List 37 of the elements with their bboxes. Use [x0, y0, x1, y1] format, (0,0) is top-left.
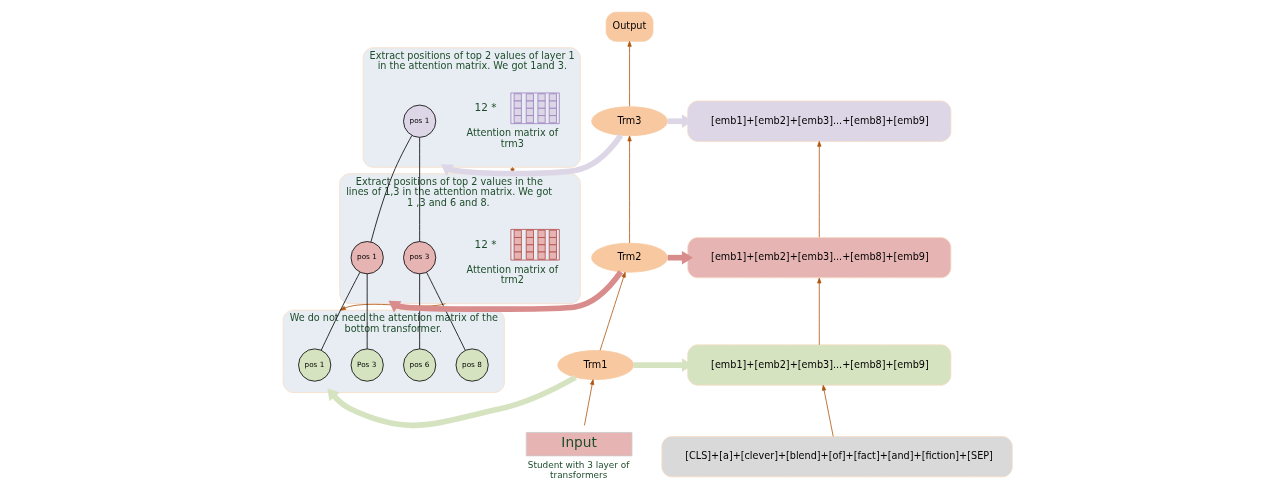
arrow: [388, 269, 623, 312]
connector: [425, 271, 466, 351]
node-box: [CLS]+[a]+[clever]+[blend]+[of]+[fact]+[and]+[fiction]+[SEP]: [660, 435, 1013, 477]
arrow: [821, 384, 834, 437]
node-box: [emb1]+[emb2]+[emb3]...+[emb8]+[emb9]: [686, 236, 951, 278]
node-ellipse: Trm1: [556, 349, 634, 380]
node-circle: pos 1: [297, 348, 331, 382]
node-box: [emb1]+[emb2]+[emb3]...+[emb8]+[emb9]: [686, 343, 951, 386]
node-label: 12 *: [474, 237, 496, 249]
arrow: [326, 374, 577, 428]
node-circle: pos 1: [350, 240, 384, 274]
node-label: 12 *: [474, 100, 496, 113]
node-ellipse: Trm3: [590, 105, 668, 136]
node-label: Attention matrix of trm2: [465, 263, 558, 285]
node-box: Output: [605, 11, 653, 42]
arrow: [816, 140, 821, 238]
arrow: [440, 133, 623, 176]
node-label: Attention matrix of trm3: [465, 126, 558, 149]
node-box: [emb1]+[emb2]+[emb3]...+[emb8]+[emb9]: [686, 100, 951, 142]
connector: [370, 134, 412, 242]
arrow: [599, 271, 626, 351]
connector: [418, 136, 420, 242]
arrow: [626, 135, 632, 243]
node-circle: pos 1: [402, 104, 436, 138]
arrow: [509, 166, 515, 174]
connector: [320, 271, 360, 351]
node-circle: pos 8: [455, 348, 489, 382]
arrow: [626, 40, 632, 107]
node-label: Student with 3 layer of transformers: [527, 459, 629, 480]
connector: [418, 272, 420, 349]
connector: [366, 272, 368, 349]
node-circle: pos 3: [402, 240, 436, 274]
node-ellipse: Trm2: [590, 242, 668, 273]
arrow: [816, 277, 821, 345]
arrow: [583, 378, 594, 426]
node-circle: Pos 3: [350, 348, 384, 382]
node-circle: pos 6: [402, 348, 436, 382]
